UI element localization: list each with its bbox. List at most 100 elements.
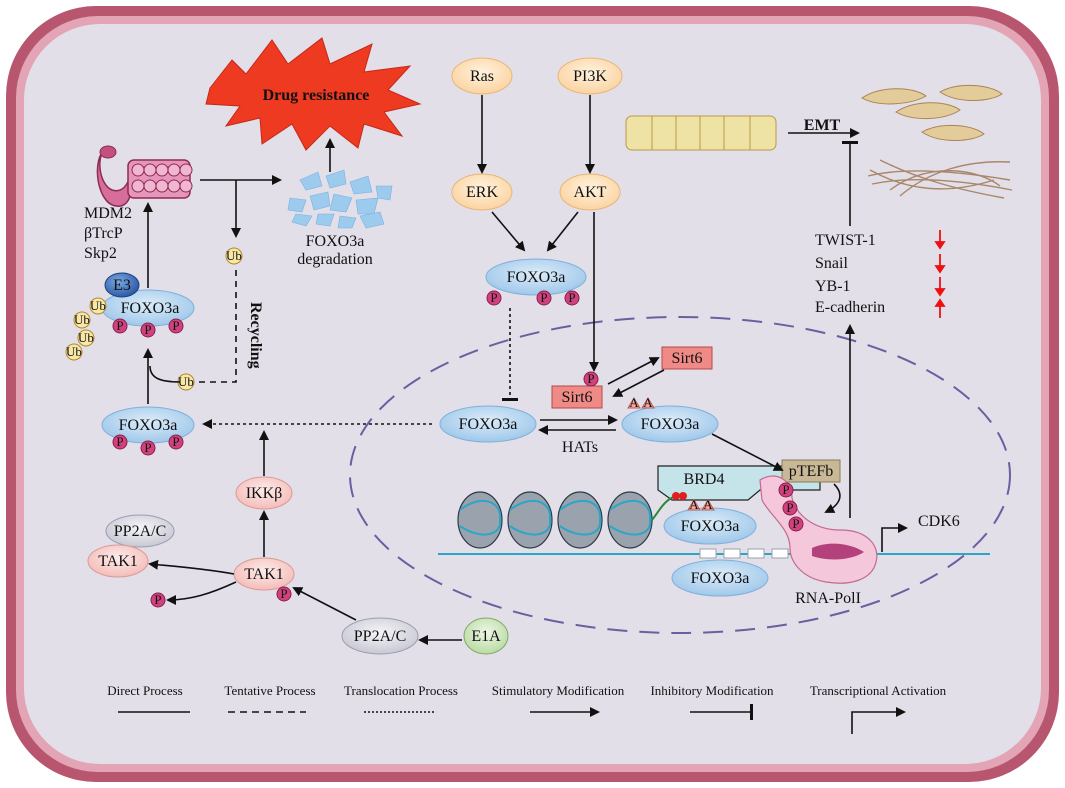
foxo3a-degradation-label-1: FOXO3a xyxy=(306,233,365,250)
svg-text:Ub: Ub xyxy=(74,312,90,327)
proteasome-icon xyxy=(96,145,193,207)
foxo3a-dna-label: FOXO3a xyxy=(691,570,750,587)
svg-text:P: P xyxy=(172,434,179,449)
svg-text:A: A xyxy=(703,497,713,512)
foxo3a-dna-node xyxy=(671,559,769,597)
e3-node xyxy=(104,272,140,298)
sirt6-node-upper xyxy=(661,346,713,370)
ptefb-node xyxy=(781,459,841,483)
phospho-group-cytoplasm: P P P xyxy=(112,434,184,456)
cdk6-label: CDK6 xyxy=(918,513,960,530)
acetyl-group: A A xyxy=(627,395,655,410)
sirt6-label-upper: Sirt6 xyxy=(671,350,702,367)
ecm-fibers-icon xyxy=(867,159,1013,199)
snail-label: Snail xyxy=(815,255,848,272)
svg-text:A: A xyxy=(629,395,639,410)
legend-direct-label: Direct Process xyxy=(107,683,182,698)
svg-text:P: P xyxy=(116,434,123,449)
foxo3a-phospho-node xyxy=(485,258,587,296)
akt-node xyxy=(559,173,621,211)
yb1-label: YB-1 xyxy=(815,278,851,295)
legend-inhibitory-label: Inhibitory Modification xyxy=(650,683,774,698)
svg-text:P: P xyxy=(540,290,547,305)
cytoplasm xyxy=(24,24,1041,764)
btrcp-label: βTrcP xyxy=(84,225,123,242)
skp2-label: Skp2 xyxy=(84,245,117,262)
foxo3a-ub-label: FOXO3a xyxy=(121,300,180,317)
pi3k-label: PI3K xyxy=(573,68,607,85)
erk-node xyxy=(451,173,513,211)
pp2ac-inactive-label: PP2A/C xyxy=(114,523,166,540)
ras-node xyxy=(451,57,513,95)
ecadherin-label: E-cadherin xyxy=(815,299,885,316)
svg-text:P: P xyxy=(154,592,161,607)
e1a-label: E1A xyxy=(471,628,501,645)
pi3k-node xyxy=(557,57,623,95)
phospho-group-akt: P P P xyxy=(486,290,580,306)
legend-stimulatory-label: Stimulatory Modification xyxy=(492,683,625,698)
foxo3a-degradation-label-2: degradation xyxy=(297,251,373,268)
ikkb-label: IKKβ xyxy=(246,485,283,502)
svg-text:P: P xyxy=(782,482,789,497)
phospho-sirt6 xyxy=(583,371,599,387)
regulation-arrows-icon xyxy=(934,230,946,318)
hats-label: HATs xyxy=(562,439,598,456)
svg-text:A: A xyxy=(689,497,699,512)
foxo3a-chromatin-label: FOXO3a xyxy=(681,518,740,535)
svg-text:Ub: Ub xyxy=(78,330,94,345)
phospho-group-ub: P P P xyxy=(112,318,184,338)
foxo3a-acetyl-label: FOXO3a xyxy=(641,416,700,433)
twist1-label: TWIST-1 xyxy=(815,232,876,249)
phospho-tak1 xyxy=(276,586,292,602)
legend-tentative-label: Tentative Process xyxy=(224,683,315,698)
chromatin-icon xyxy=(438,491,990,559)
emt-label: EMT xyxy=(804,117,841,134)
svg-text:Ub: Ub xyxy=(178,374,194,389)
rna-polii-label: RNA-PolI xyxy=(795,590,861,607)
pp2ac-active-label: PP2A/C xyxy=(354,628,406,645)
tak1-active-label: TAK1 xyxy=(244,566,284,583)
e1a-node xyxy=(463,617,509,655)
svg-text:Ub: Ub xyxy=(66,344,82,359)
drug-resistance-burst xyxy=(205,37,422,151)
ub-free-icon xyxy=(225,247,243,265)
ikkb-node xyxy=(235,476,293,510)
svg-text:Ub: Ub xyxy=(226,248,242,263)
foxo3a-nuclear-node xyxy=(439,405,537,443)
ptefb-label: pTEFb xyxy=(789,463,833,480)
recycling-label: Recycling xyxy=(247,302,264,369)
foxo3a-fragments-icon xyxy=(287,169,393,229)
tak1-inactive-node xyxy=(87,544,149,578)
tak1-inactive-label: TAK1 xyxy=(98,553,138,570)
ras-label: Ras xyxy=(470,68,494,85)
svg-text:P: P xyxy=(587,371,594,386)
svg-text:P: P xyxy=(280,586,287,601)
erk-label: ERK xyxy=(466,184,498,201)
sirt6-label-lower: Sirt6 xyxy=(561,389,592,406)
phospho-released xyxy=(150,592,166,608)
svg-text:P: P xyxy=(144,440,151,455)
brd4-label: BRD4 xyxy=(684,471,725,488)
svg-text:P: P xyxy=(490,290,497,305)
pp2ac-inactive-node xyxy=(105,514,175,548)
foxo3a-acetyl-node xyxy=(621,405,719,443)
nucleus-boundary xyxy=(349,316,1011,634)
foxo3a-phospho-label: FOXO3a xyxy=(507,269,566,286)
legend-transcriptional-arrow xyxy=(851,707,906,734)
ub-chain-icon: Ub Ub Ub Ub xyxy=(65,297,107,361)
phospho-group-polii: P P P xyxy=(778,482,804,532)
legend-translocation-label: Translocation Process xyxy=(344,683,458,698)
svg-text:Ub: Ub xyxy=(90,298,106,313)
epithelial-cells-icon xyxy=(625,115,777,151)
svg-text:P: P xyxy=(172,318,179,333)
legend: Direct Process Tentative Process Translo… xyxy=(107,683,947,734)
foxo3a-cytoplasm-label: FOXO3a xyxy=(119,417,178,434)
svg-text:P: P xyxy=(786,500,793,515)
svg-text:P: P xyxy=(792,516,799,531)
mdm2-label: MDM2 xyxy=(84,205,132,222)
akt-label: AKT xyxy=(574,184,607,201)
acetyl-group-chromatin: A A xyxy=(687,497,715,512)
drug-resistance-label: Drug resistance xyxy=(263,87,370,104)
mesenchymal-cells-icon xyxy=(861,84,1003,141)
